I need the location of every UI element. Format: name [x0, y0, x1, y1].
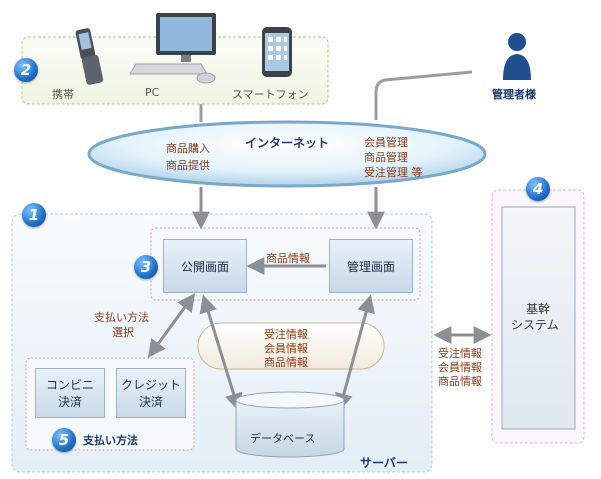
internet-cloud	[87, 120, 487, 188]
pc-icon	[129, 13, 216, 84]
admin-line	[374, 70, 473, 120]
credit-line-1: クレジット	[120, 378, 181, 392]
db-info-line-3: 商品情報	[264, 356, 308, 369]
admin-screen-box: 管理画面	[329, 239, 413, 293]
convenience-line-2: 決済	[57, 395, 82, 409]
badge-5: 5	[52, 428, 76, 452]
payment-select-line-2: 選択	[112, 326, 134, 339]
server-label: サーバー	[360, 456, 408, 470]
mobile-label: 携帯	[52, 88, 74, 101]
convenience-payment-box: コンビニ 決済	[35, 368, 105, 418]
badge-4: 4	[526, 177, 550, 201]
credit-line-2: 決済	[138, 395, 163, 409]
smartphone-label: スマートフォン	[232, 88, 309, 101]
arrow-admin-db	[335, 294, 375, 412]
core-link-line-1: 受注情報	[438, 347, 482, 360]
internet-right-line-3: 受注管理 等	[364, 166, 423, 179]
arrow-public-payment	[147, 293, 196, 358]
core-link-line-2: 会員情報	[438, 361, 482, 374]
core-label-line-1: 基幹	[526, 302, 551, 316]
convenience-line-1: コンビニ	[45, 378, 94, 392]
admin-label: 管理者様	[492, 88, 536, 101]
mobile-phone-icon	[75, 28, 104, 85]
arrow-public-db	[199, 294, 243, 412]
core-link-line-3: 商品情報	[438, 375, 482, 388]
badge-3: 3	[134, 255, 158, 279]
internet-right-line-2: 商品管理	[364, 151, 408, 164]
db-info-line-2: 会員情報	[264, 342, 308, 355]
internet-left-line-2: 商品提供	[166, 159, 210, 172]
product-info-label: 商品情報	[266, 252, 310, 265]
smartphone-icon	[262, 27, 292, 77]
admin-person-icon	[503, 33, 531, 80]
database-cylinder	[235, 391, 345, 458]
badge-2: 2	[14, 58, 38, 82]
internet-label: インターネット	[245, 136, 330, 150]
database-label: データベース	[250, 432, 316, 445]
core-box	[501, 206, 576, 430]
db-info-line-1: 受注情報	[264, 328, 308, 341]
payment-label: 支払い方法	[83, 434, 138, 447]
core-label-line-2: システム	[511, 318, 559, 332]
pc-label: PC	[145, 86, 160, 99]
credit-payment-box: クレジット 決済	[116, 368, 186, 418]
internet-left-line-1: 商品購入	[166, 142, 210, 155]
public-screen-box: 公開画面	[163, 239, 247, 293]
badge-1: 1	[22, 203, 46, 227]
internet-right-line-1: 会員管理	[364, 136, 408, 149]
payment-select-line-1: 支払い方法	[94, 311, 149, 324]
